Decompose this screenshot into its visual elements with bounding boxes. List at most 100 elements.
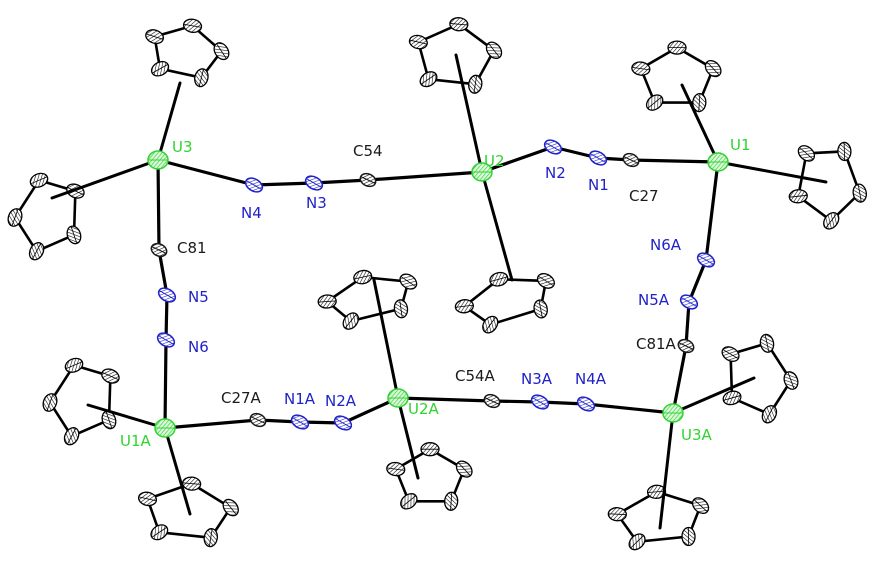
cp-ellipsoid-axis xyxy=(70,226,78,244)
atom-u2a xyxy=(387,388,409,408)
cp-u2a-bot xyxy=(386,442,473,511)
cp-ellipsoid-axis xyxy=(102,372,119,381)
cp-ellipsoid-axis xyxy=(183,23,202,28)
cp-ellipsoid-axis xyxy=(764,406,774,423)
atom-n4 xyxy=(244,177,264,193)
cp-u1-top xyxy=(631,40,722,113)
cp-ellipsoid-axis xyxy=(401,495,417,508)
u-cp-centroid-bond xyxy=(396,396,420,480)
label-c81: C81 xyxy=(177,239,207,257)
cp-ellipsoid-axis xyxy=(386,467,405,471)
cp-ellipsoid-axis xyxy=(723,395,741,401)
cp-ellipsoid-axis xyxy=(706,61,720,76)
ellipsoid-principal-axis xyxy=(360,176,376,184)
ellipsoid-principal-axis xyxy=(334,418,352,428)
atom-u1 xyxy=(707,152,729,172)
atom-c54 xyxy=(359,172,377,188)
cp-u3a-right xyxy=(721,333,799,424)
bond-n6-n5 xyxy=(164,293,169,342)
bond-n3-c54 xyxy=(312,178,370,185)
atom-c81 xyxy=(150,242,168,258)
label-u3a: U3A xyxy=(681,426,713,444)
cp-ellipsoid-axis xyxy=(631,66,650,71)
bond-u3a-n4a xyxy=(584,402,675,415)
atom-c27a xyxy=(249,412,267,428)
cp-ring-bonds xyxy=(462,277,548,327)
atom-n3 xyxy=(304,175,324,191)
ellipsoid-principal-axis xyxy=(544,142,562,152)
cp-ellipsoid-axis xyxy=(65,361,83,370)
cp-ellipsoid-axis xyxy=(843,142,846,161)
u-cp-centroid-bond xyxy=(658,411,675,530)
cp-ellipsoid-axis xyxy=(198,68,204,87)
bond-c27a-u1a xyxy=(163,418,260,430)
ellipsoid-principal-axis xyxy=(623,156,639,164)
label-u2: U2 xyxy=(484,152,505,170)
label-c54: C54 xyxy=(353,142,383,160)
cp-ellipsoid-axis xyxy=(344,313,357,329)
label-n1: N1 xyxy=(588,176,609,194)
cp-ellipsoid-axis xyxy=(30,176,48,185)
cp-ellipsoid-axis xyxy=(698,93,701,112)
label-n4: N4 xyxy=(241,204,262,222)
cp-ellipsoid-axis xyxy=(455,304,474,308)
ellipsoid-principal-axis xyxy=(291,417,309,427)
cp-ellipsoid-axis xyxy=(208,528,213,547)
bond-c81-u3 xyxy=(156,158,161,252)
atom-n5 xyxy=(157,287,177,303)
cp-ellipsoid-axis xyxy=(457,462,471,476)
cp-ellipsoid-axis xyxy=(787,371,795,390)
u-cp-centroid-bond xyxy=(163,426,192,516)
cp-u2-top xyxy=(408,17,503,94)
ellipsoid-principal-axis xyxy=(305,178,323,188)
ellipsoid-principal-axis xyxy=(589,153,607,163)
cp-ellipsoid-axis xyxy=(450,492,453,511)
label-n5: N5 xyxy=(188,288,209,306)
u-cp-centroid-bond xyxy=(480,170,514,282)
cp-ring-bonds xyxy=(729,341,793,416)
cp-ellipsoid-axis xyxy=(151,526,168,538)
cp-ellipsoid-axis xyxy=(693,499,708,512)
cp-ellipsoid-axis xyxy=(799,147,814,160)
cp-ellipsoid-axis xyxy=(353,274,372,280)
cp-ellipsoid-axis xyxy=(484,317,496,333)
cp-u1a-left xyxy=(42,357,120,446)
label-n3: N3 xyxy=(306,194,327,212)
cp-ellipsoid-axis xyxy=(488,42,500,58)
atom-n3a xyxy=(530,394,550,410)
label-n2: N2 xyxy=(545,164,566,182)
bond-c54a-u2a xyxy=(396,396,494,403)
atom-n5a xyxy=(679,294,699,310)
ellipsoid-principal-axis xyxy=(484,397,500,405)
u-cp-centroid-bond xyxy=(671,376,756,415)
bond-c27-u1 xyxy=(629,158,720,164)
atom-n4a xyxy=(576,396,596,412)
label-u1: U1 xyxy=(730,136,751,154)
ellipsoid-principal-axis xyxy=(151,246,167,254)
cp-ellipsoid-axis xyxy=(857,184,862,203)
atom-n6 xyxy=(156,332,176,348)
cp-ellipsoid-axis xyxy=(538,300,543,318)
atom-c27 xyxy=(622,152,640,168)
atom-ellipsoids xyxy=(147,139,729,438)
atom-u2 xyxy=(471,162,493,182)
cp-u1a-bot xyxy=(137,476,239,548)
label-c54a: C54A xyxy=(455,367,496,385)
cp-ellipsoid-axis xyxy=(630,535,644,549)
label-u2a: U2A xyxy=(408,400,440,418)
cyclopentadienyl-rings xyxy=(7,17,867,551)
cp-ellipsoid-axis xyxy=(67,428,77,445)
atom-n2a xyxy=(333,415,353,431)
cp-ellipsoid-axis xyxy=(489,276,508,282)
cp-u2-bot xyxy=(454,271,555,334)
atom-n1 xyxy=(588,150,608,166)
ellipsoid-principal-axis xyxy=(680,297,698,307)
bond-u1-n6a xyxy=(704,160,720,262)
bond-c54-u2 xyxy=(366,170,484,182)
cp-ellipsoid-axis xyxy=(151,64,169,74)
cp-ellipsoid-axis xyxy=(764,334,770,353)
u-cp-centroid-bond xyxy=(86,403,167,430)
bond-n6a-n5a xyxy=(687,258,708,304)
cp-ellipsoid-axis xyxy=(449,23,468,26)
